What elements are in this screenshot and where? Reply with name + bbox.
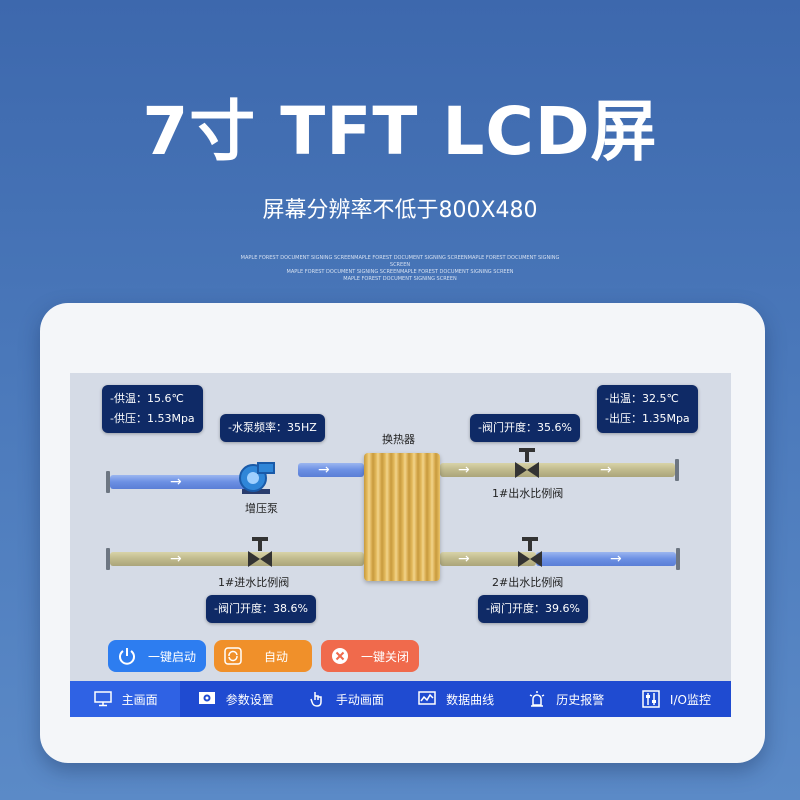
supply-pressure: -供压：1.53Mpa xyxy=(110,412,195,425)
pump-to-exchanger-pipe xyxy=(298,463,364,477)
return-outlet-pipe xyxy=(536,552,676,566)
valve-out2-label: 2#出水比例阀 xyxy=(492,576,564,589)
valve-out2-opening-value: -阀门开度：39.6% xyxy=(486,602,580,615)
nav-label: 数据曲线 xyxy=(446,692,495,707)
hand-pointer-icon xyxy=(307,689,327,709)
hmi-screen: → → → → → → → 换热器 增压泵 1#出水比例阀 1#进水比例阀 2#… xyxy=(70,373,731,717)
valve-in1-opening-value: -阀门开度：38.6% xyxy=(214,602,308,615)
pipe-cap xyxy=(106,548,110,570)
auto-button[interactable]: 自动 xyxy=(214,640,312,672)
supply-temp: -供温：15.6℃ xyxy=(110,392,184,405)
one-key-start-label: 一键启动 xyxy=(148,649,197,664)
valve-icon[interactable] xyxy=(246,537,274,571)
monitor-icon xyxy=(93,689,113,709)
nav-parameter-settings[interactable]: 参数设置 xyxy=(180,681,290,717)
valve-in1-opening: -阀门开度：38.6% xyxy=(206,595,316,623)
return-inlet-pipe xyxy=(110,552,364,566)
nav-label: 历史报警 xyxy=(556,692,605,707)
micro-text: MAPLE FOREST DOCUMENT SIGNING SCREENMAPL… xyxy=(230,255,570,283)
nav-manual-screen[interactable]: 手动画面 xyxy=(290,681,400,717)
flow-arrow-icon: → xyxy=(458,462,470,478)
nav-io-monitor[interactable]: I/O监控 xyxy=(621,681,731,717)
valve-icon[interactable] xyxy=(516,537,544,571)
valve-out2-opening: -阀门开度：39.6% xyxy=(478,595,588,623)
nav-label: 主画面 xyxy=(121,692,158,707)
flow-arrow-icon: → xyxy=(170,474,182,490)
pipe-cap xyxy=(676,548,680,570)
one-key-start-button[interactable]: 一键启动 xyxy=(108,640,206,672)
micro-line: MAPLE FOREST DOCUMENT SIGNING SCREEN xyxy=(343,276,457,282)
flow-arrow-icon: → xyxy=(600,462,612,478)
outlet-readout: -出温：32.5℃ -出压：1.35Mpa xyxy=(597,385,698,433)
auto-label: 自动 xyxy=(264,649,289,664)
valve-out1-opening-value: -阀门开度：35.6% xyxy=(478,421,572,434)
flow-arrow-icon: → xyxy=(170,551,182,567)
nav-label: 手动画面 xyxy=(335,692,384,707)
headline: 7寸 TFT LCD屏 xyxy=(142,93,658,170)
nav-data-curve[interactable]: 数据曲线 xyxy=(401,681,511,717)
nav-label: 参数设置 xyxy=(225,692,274,707)
one-key-close-button[interactable]: 一键关闭 xyxy=(321,640,419,672)
refresh-icon xyxy=(222,645,244,667)
alarm-icon xyxy=(527,689,547,709)
nav-main-screen[interactable]: 主画面 xyxy=(70,681,181,717)
settings-icon xyxy=(197,689,217,709)
subline: 屏幕分辨率不低于800X480 xyxy=(262,198,538,223)
nav-label: I/O监控 xyxy=(669,692,711,707)
pipe-cap xyxy=(106,471,110,493)
flow-arrow-icon: → xyxy=(318,462,330,478)
return-mid-pipe xyxy=(440,552,536,566)
micro-line: MAPLE FOREST DOCUMENT SIGNING SCREENMAPL… xyxy=(286,269,514,275)
power-icon xyxy=(116,645,138,667)
supply-pipe xyxy=(110,475,250,489)
pump-label: 增压泵 xyxy=(245,502,278,515)
io-sliders-icon xyxy=(641,689,661,709)
flow-arrow-icon: → xyxy=(610,551,622,567)
pump-frequency: -水泵频率：35HZ xyxy=(228,421,317,434)
pipe-cap xyxy=(675,459,679,481)
outlet-temp: -出温：32.5℃ xyxy=(605,392,679,405)
flow-arrow-icon: → xyxy=(458,551,470,567)
valve-out1-label: 1#出水比例阀 xyxy=(492,487,564,500)
exchanger-label: 换热器 xyxy=(382,433,415,446)
booster-pump-icon[interactable] xyxy=(236,461,276,497)
outlet-pipe xyxy=(440,463,675,477)
heat-exchanger-icon xyxy=(364,453,440,581)
supply-readout: -供温：15.6℃ -供压：1.53Mpa xyxy=(102,385,203,433)
nav-history-alarm[interactable]: 历史报警 xyxy=(511,681,621,717)
valve-icon[interactable] xyxy=(513,448,541,482)
valve-out1-opening: -阀门开度：35.6% xyxy=(470,414,580,442)
one-key-close-label: 一键关闭 xyxy=(361,649,410,664)
micro-line: MAPLE FOREST DOCUMENT SIGNING SCREENMAPL… xyxy=(240,255,560,268)
pump-frequency-readout: -水泵频率：35HZ xyxy=(220,414,325,442)
valve-in1-label: 1#进水比例阀 xyxy=(218,576,290,589)
bottom-navbar: 主画面 参数设置 手动画面 数据曲线 历史报警 I/O监控 xyxy=(70,681,731,717)
outlet-pressure: -出压：1.35Mpa xyxy=(605,412,690,425)
chart-icon xyxy=(417,689,437,709)
close-icon xyxy=(329,645,351,667)
